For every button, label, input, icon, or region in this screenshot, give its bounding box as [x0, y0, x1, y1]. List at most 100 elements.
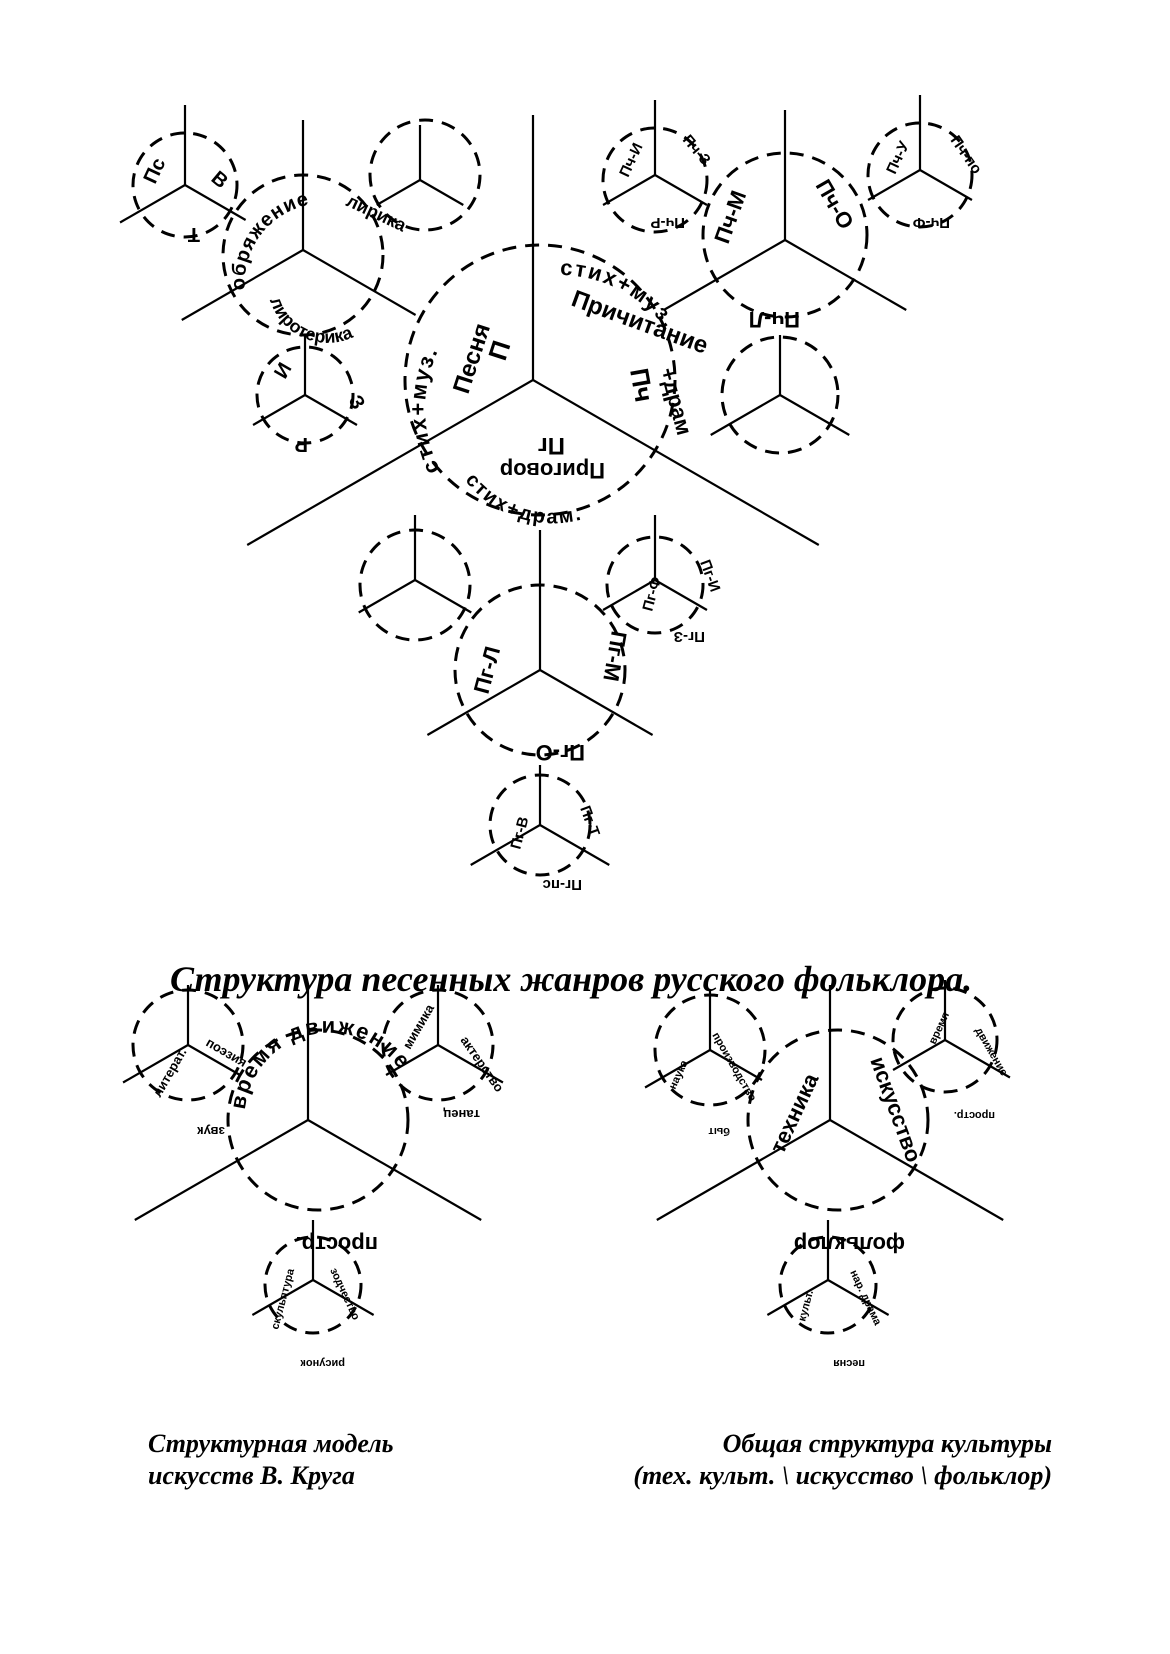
- right-small2-label-3: простр.: [954, 1109, 995, 1121]
- b-low-circle: [488, 773, 592, 877]
- center-top-right-label-4: Пч: [624, 366, 659, 404]
- left-center-label-3: простр.: [296, 1232, 378, 1257]
- right-small-label-1: наука: [667, 1058, 691, 1092]
- tl-low-node-axis-2: [252, 394, 306, 426]
- tl-mid-label-3: лиротерика: [266, 294, 356, 347]
- right-low-node-axis-2: [766, 1279, 829, 1316]
- right-small-node-axis-2: [644, 1049, 711, 1089]
- right-center-node-axis-2: [656, 1119, 831, 1221]
- right-small2-node-axis-2: [892, 1039, 946, 1071]
- tr-small2-node-axis-2: [867, 169, 921, 201]
- center-circle: [403, 243, 677, 517]
- left-small2-label-3: танец: [443, 1107, 480, 1122]
- tl-low-node-axis-3: [304, 394, 358, 426]
- b-mid-label-2: Пг-М: [598, 629, 631, 683]
- left-center-node-axis-2: [134, 1119, 309, 1221]
- caption-left: Структурная модель искусств В. Круга: [148, 1428, 394, 1492]
- tl-small-node-axis-2: [119, 184, 186, 224]
- caption-left-line-1: Структурная модель: [148, 1429, 394, 1458]
- right-small-label-2: производство: [709, 1031, 758, 1104]
- right-small-circle: [653, 993, 767, 1107]
- left-low-label-3: рисунок: [300, 1357, 345, 1369]
- left-small-node-axis-2: [122, 1044, 189, 1084]
- left-low-circle: [263, 1235, 363, 1335]
- b-small-label-2: Пг-И: [696, 558, 723, 595]
- left-small2-label-1: мимика: [400, 1001, 438, 1052]
- right-center-circle: [746, 1028, 930, 1212]
- b-small-node-axis-3: [654, 579, 708, 611]
- left-small-node-axis-3: [187, 1044, 241, 1076]
- b-left-node-axis-3: [414, 579, 472, 614]
- center-top-left-label-3: П: [482, 337, 516, 364]
- right-small2-label-2: движение: [972, 1026, 1009, 1079]
- b-mid-label-1: Пг-Л: [469, 644, 506, 697]
- tl-low-label-1: И: [270, 359, 296, 382]
- b-low-label-1: Пг-В: [507, 815, 532, 851]
- figure-title: Структура песенных жанров русского фольк…: [170, 959, 973, 999]
- center-bottom-label-3: Пг: [538, 432, 565, 459]
- caption-right-line-2: (тех. культ. \ искусство \ фольклор): [633, 1461, 1052, 1490]
- tr-small2-label-2: Пч-по: [947, 133, 985, 178]
- tl-empty-node-axis-2: [376, 179, 421, 206]
- caption-right: Общая структура культуры (тех. культ. \ …: [633, 1428, 1052, 1492]
- tr-mid-circle: [701, 151, 869, 319]
- b-small-label-3: Пг-З: [674, 628, 705, 645]
- tr-small2-label-1: Пч-У: [883, 138, 913, 176]
- tr-small2-circle: [866, 121, 974, 229]
- right-small2-node-axis-3: [944, 1039, 1011, 1079]
- dashed-circles: [131, 118, 999, 1335]
- b-low-label-3: Пг-пс: [543, 876, 582, 893]
- tl-small-circle: [131, 131, 239, 239]
- tl-mid-circle: [221, 173, 385, 337]
- right-center-label-1: техника: [765, 1069, 824, 1157]
- tr-small-label-2: Пч-З: [679, 132, 714, 169]
- center-top-left-label-2: Песня: [448, 320, 496, 397]
- tr-low-node-axis-3: [779, 394, 850, 436]
- b-small-circle: [605, 535, 705, 635]
- left-low-label-2: зодчество: [327, 1266, 362, 1322]
- tl-low-circle: [255, 345, 355, 445]
- left-small-label-2: поэзия: [204, 1035, 250, 1070]
- center-top-right-label-3: +драм: [655, 365, 697, 438]
- tr-small-circle: [601, 126, 709, 234]
- tl-low-label-2: З: [344, 392, 369, 414]
- caption-right-line-1: Общая структура культуры: [722, 1429, 1052, 1458]
- b-small-node-axis-2: [602, 579, 656, 611]
- tr-low-node-axis-2: [710, 394, 781, 436]
- left-low-node-axis-3: [312, 1279, 375, 1316]
- tl-small-label-3: Т: [188, 223, 200, 245]
- structure-lines: [119, 95, 1011, 1316]
- left-center-circle: [226, 1028, 410, 1212]
- tr-mid-node-axis-3: [784, 239, 907, 311]
- b-left-node-axis-2: [358, 579, 416, 614]
- left-small2-label-2: актерство: [458, 1033, 507, 1095]
- right-center-label-2: искусство: [865, 1053, 926, 1165]
- right-low-circle: [778, 1235, 878, 1335]
- right-center-node-axis-3: [829, 1119, 1004, 1221]
- tr-small-node-axis-2: [602, 174, 656, 206]
- tl-small-node-axis-3: [184, 184, 247, 221]
- tr-mid-node-axis-2: [663, 239, 786, 311]
- right-center-label-3: фольклор: [794, 1232, 905, 1257]
- left-small2-node-axis-3: [437, 1044, 504, 1084]
- tl-empty-node-axis-3: [419, 179, 464, 206]
- caption-left-line-2: искусств В. Круга: [148, 1461, 355, 1490]
- right-small-node-axis-3: [709, 1049, 763, 1081]
- tr-small2-label-3: Пч-Ф: [913, 214, 950, 231]
- left-center-label: время движение: [225, 1013, 417, 1111]
- center-node-axis-2: [246, 379, 534, 546]
- tl-mid-node-axis-2: [181, 249, 304, 321]
- tl-mid-label-2: лирика: [343, 190, 410, 235]
- tr-small-node-axis-3: [654, 174, 708, 206]
- left-small2-circle: [381, 988, 495, 1102]
- tl-low-label-3: Р: [295, 433, 308, 455]
- left-low-label-1: скульптура: [269, 1266, 297, 1330]
- tr-mid-label-2: Пч-О: [811, 175, 859, 233]
- left-small-label-3: звук: [197, 1124, 225, 1139]
- tr-small-label-3: Пч-Р: [651, 214, 686, 231]
- left-small-label-1: литерат.: [150, 1045, 190, 1099]
- right-small2-circle: [891, 986, 999, 1094]
- center-top-left-label: стих+муз.: [405, 341, 444, 478]
- tl-small-label-1: Пс: [140, 155, 171, 187]
- right-low-node-axis-3: [827, 1279, 890, 1316]
